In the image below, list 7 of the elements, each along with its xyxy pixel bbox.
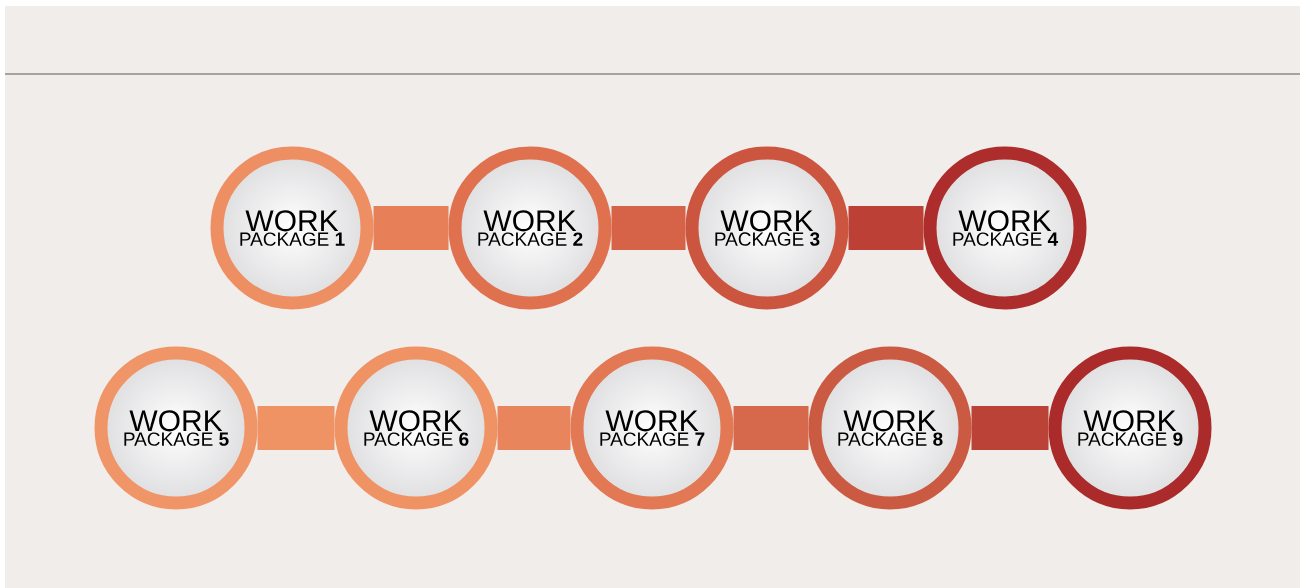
connector-band (848, 206, 924, 250)
connector-band (257, 406, 335, 450)
connector-band (373, 206, 449, 250)
connector-band (497, 406, 571, 450)
connector-band (611, 206, 686, 250)
connector-band (971, 406, 1049, 450)
connector-band (733, 406, 809, 450)
